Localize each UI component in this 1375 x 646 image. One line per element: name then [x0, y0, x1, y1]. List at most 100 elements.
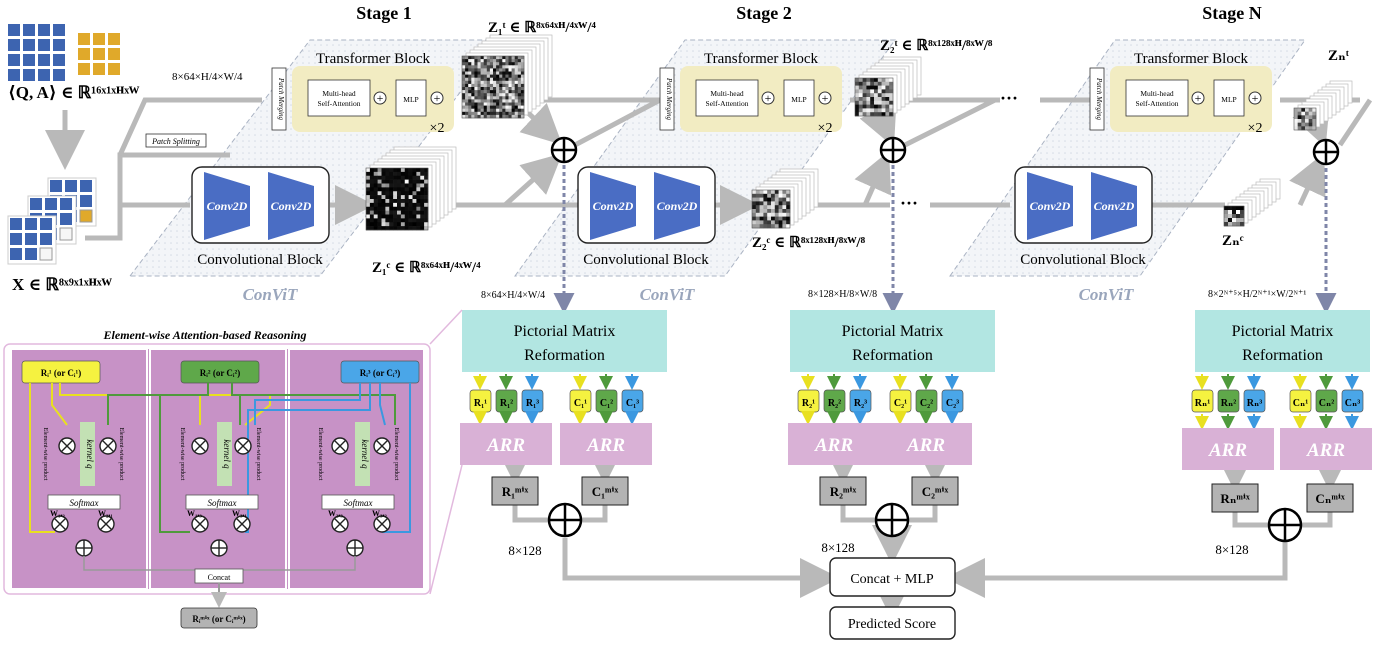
map-pixel: [486, 80, 491, 85]
mix-label: C₂ᵐⁱˣ: [922, 484, 949, 499]
map-pixel: [496, 65, 500, 69]
map-pixel: [477, 71, 481, 75]
fusion-plus-node: [1312, 138, 1340, 166]
map-pixel: [471, 99, 475, 103]
map-pixel: [369, 195, 375, 200]
map-pixel: [369, 168, 375, 173]
map-pixel: [520, 83, 525, 88]
map-pixel: [855, 108, 860, 113]
map-pixel: [782, 216, 787, 221]
map-pixel: [505, 114, 509, 119]
map-pixel: [416, 168, 421, 173]
map-pixel: [517, 90, 522, 94]
map-pixel: [377, 183, 382, 188]
map-pixel: [858, 81, 863, 86]
conv2d-shape: [1091, 172, 1137, 240]
map-pixel: [369, 171, 375, 177]
map-pixel: [397, 214, 402, 219]
map-pixel: [474, 105, 478, 109]
map-pixel: [877, 97, 882, 102]
map-pixel: [514, 71, 519, 75]
map-pixel: [889, 97, 894, 102]
map-pixel: [496, 111, 500, 116]
map-pixel: [505, 111, 509, 116]
patch-merging-box: [659, 67, 675, 131]
map-pixel: [862, 85, 867, 90]
map-pixel: [511, 93, 515, 97]
map-pixel: [855, 85, 860, 90]
grid-cell: [23, 69, 35, 81]
mix-box: [1306, 483, 1354, 513]
map-pixel: [381, 199, 386, 204]
mix-plus-node: [874, 502, 910, 538]
map-pixel: [404, 214, 409, 219]
softmax-box: [185, 494, 259, 510]
map-pixel: [420, 168, 425, 173]
map-pixel: [381, 179, 386, 184]
map-pixel: [496, 68, 500, 72]
map-pixel: [874, 97, 879, 102]
conv2d-label: Conv2D: [593, 199, 634, 213]
concat-label: Concat: [208, 573, 231, 582]
map-pixel: [514, 99, 519, 103]
map-pixel: [511, 80, 515, 85]
mix-plus-node: [547, 502, 583, 538]
map-pixel: [514, 65, 519, 69]
map-pixel: [514, 96, 519, 100]
map-pixel: [366, 222, 371, 227]
map-pixel: [502, 71, 506, 75]
map-pixel: [477, 65, 481, 69]
map-pixel: [499, 105, 503, 109]
map-pixel: [866, 81, 871, 86]
convit-label-1: ConViT: [243, 285, 298, 304]
map-pixel: [424, 222, 429, 227]
conv2d-label: Conv2D: [1030, 199, 1071, 213]
pmr-feed-arrows: [553, 165, 1337, 314]
map-pixel: [385, 210, 390, 215]
s2-pmr-dim: 8×128×H/8×W/8: [808, 289, 877, 300]
map-pixel: [397, 191, 402, 196]
map-pixel: [474, 90, 478, 94]
map-pixel: [511, 102, 515, 106]
map-pixel: [870, 89, 875, 94]
map-pixel: [474, 102, 478, 106]
map-pixel: [471, 108, 475, 113]
feature-chip-label: R₁¹: [474, 398, 487, 409]
map-pixel: [381, 171, 386, 177]
softmax-label: Softmax: [70, 498, 99, 508]
mhsa-box: [1125, 79, 1189, 117]
map-pixel: [400, 214, 406, 219]
map-pixel: [1224, 210, 1229, 215]
map-pixel: [496, 114, 500, 119]
stageN-title: Stage N: [1202, 3, 1262, 23]
map-pixel: [366, 226, 371, 231]
map-pixel: [877, 112, 882, 117]
map-pixel: [489, 59, 494, 63]
map-pixel: [881, 100, 886, 105]
map-pixel: [493, 96, 497, 100]
map-pixel: [763, 193, 768, 198]
map-pixel: [462, 102, 466, 106]
map-pixel: [759, 209, 764, 214]
map-pixel: [520, 56, 525, 60]
map-pixel: [493, 105, 497, 109]
map-pixel: [389, 202, 394, 208]
conv2d-label: Conv2D: [271, 199, 312, 213]
map-pixel: [480, 87, 484, 91]
map-pixel: [1312, 108, 1317, 112]
map-pixel: [366, 171, 371, 177]
map-pixel: [1228, 206, 1233, 211]
map-pixel: [480, 56, 484, 60]
ear-input-label: Rᵢ³ (or Cᵢ³): [360, 368, 400, 378]
ear-route: [243, 556, 356, 571]
map-pixel: [767, 190, 772, 195]
grid-cell: [40, 233, 52, 245]
add-node: [761, 91, 775, 105]
map-pixel: [520, 111, 525, 116]
map-pixel: [858, 78, 863, 83]
concat-mlp-box: Concat + MLP: [829, 557, 956, 597]
map-pixel: [465, 71, 469, 75]
map-pixel: [489, 56, 494, 60]
ear-output: [180, 607, 258, 629]
map-pixel: [471, 68, 475, 72]
